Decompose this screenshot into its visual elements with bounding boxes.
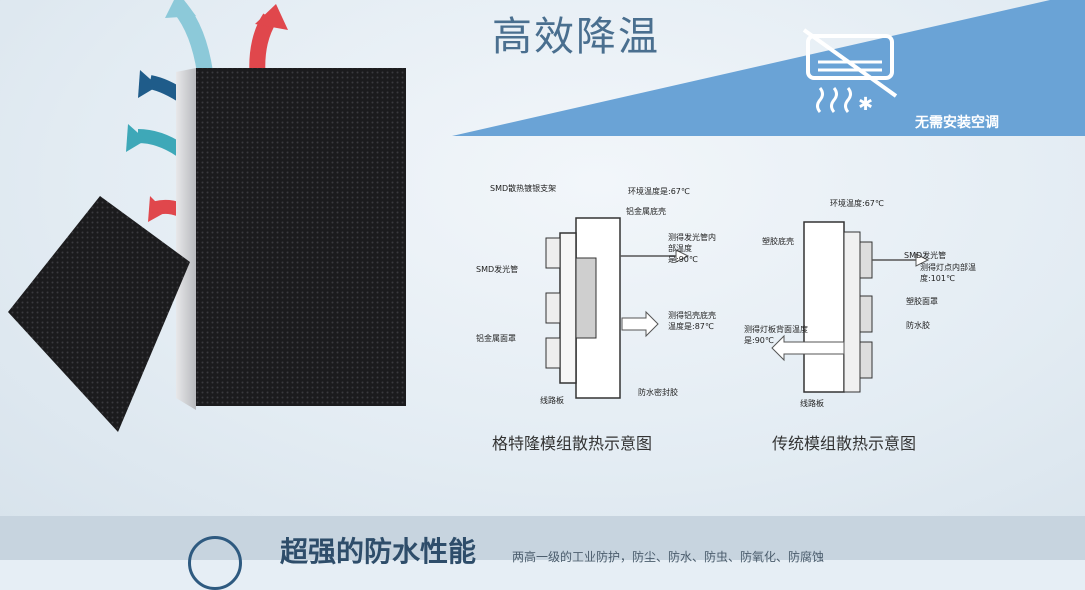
label-pcb-left: 线路板 [540, 396, 564, 405]
footer-title: 超强的防水性能 [280, 535, 477, 568]
label-waterproof-left: 防水密封胶 [638, 388, 678, 397]
air-conditioner-crossed-icon: ✱ [802, 28, 898, 115]
label-pcb-right: 线路板 [800, 399, 824, 408]
svg-text:✱: ✱ [858, 94, 873, 115]
label-plastic-shell: 塑胶底壳 [762, 237, 794, 246]
footer-band [0, 516, 1085, 560]
footer-subtitle: 两高一级的工业防护，防尘、防水、防虫、防氧化、防腐蚀 [512, 550, 825, 564]
label-measured-back: 测得灯板背面温度是:90℃ [744, 325, 808, 345]
header-wedge [452, 0, 1085, 136]
label-measured-tube: 测得发光管内部温度是:90℃ [668, 233, 716, 264]
label-measured-shell: 测得铝壳底壳温度是:87℃ [668, 311, 716, 331]
caption-right-diagram: 传统模组散热示意图 [772, 434, 917, 453]
label-smd-led-right: SMD发光管 [904, 251, 947, 260]
label-smd-bracket: SMD散热镀银支架 [490, 184, 557, 193]
led-module-illustration [8, 0, 406, 432]
label-ambient-left: 环境温度是:67℃ [628, 187, 690, 196]
label-ambient-right: 环境温度:67℃ [830, 199, 884, 208]
no-ac-label: 无需安装空调 [915, 115, 999, 131]
page-title: 高效降温 [492, 14, 660, 60]
label-al-shell: 铝金属底壳 [626, 207, 666, 216]
caption-left-diagram: 格特隆模组散热示意图 [492, 434, 653, 453]
label-smd-led-left: SMD发光管 [476, 265, 519, 274]
gtl-module-diagram [545, 217, 690, 399]
label-measured-inner: 测得灯点内部温度:101℃ [920, 263, 976, 283]
label-al-mask: 铝金属面罩 [476, 334, 516, 343]
waterproof-icon [188, 536, 242, 590]
label-plastic-mask: 塑胶面罩 [906, 297, 938, 306]
traditional-module-diagram [771, 221, 930, 393]
label-waterproof-glue: 防水胶 [906, 321, 930, 330]
